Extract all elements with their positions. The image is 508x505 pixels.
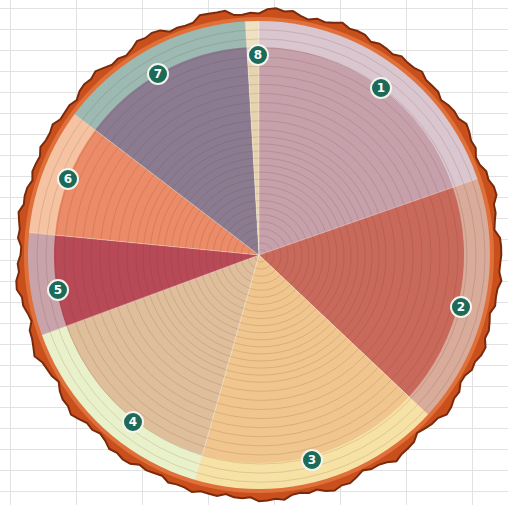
sector-boundary [29,233,259,255]
growth-ring [199,193,323,318]
growth-ring [127,121,395,392]
growth-ring [171,165,351,347]
growth-ring [118,112,404,401]
sector-boundary [42,255,259,335]
growth-ring [64,57,458,455]
sector-boundary [195,255,259,480]
sector-boundary [259,179,477,255]
callout-number: 6 [57,168,79,190]
callout-number: 1 [370,77,392,99]
callout-number: 3 [301,449,323,471]
growth-ring [55,48,467,464]
growth-ring [220,215,302,298]
callout-number: 7 [147,63,169,85]
growth-ring [143,137,379,375]
grid-line [0,8,508,9]
growth-ring [100,93,422,418]
growth-ring [150,144,372,368]
growth-ring [185,179,337,333]
callout-number: 5 [47,279,69,301]
growth-ring [213,208,309,305]
growth-ring [178,172,344,340]
growth-ring [164,158,358,354]
sector-boundary [75,114,259,255]
growth-ring [37,30,485,482]
growth-rings [37,30,485,482]
growth-ring [82,75,440,437]
growth-ring [136,130,386,383]
growth-ring [109,102,413,409]
callout-number: 4 [122,411,144,433]
growth-ring [91,84,431,427]
callout-number: 8 [247,44,269,66]
growth-ring [206,200,316,311]
grid-line [10,0,11,505]
growth-ring [157,151,365,361]
sector-boundary [259,255,428,415]
growth-ring [73,66,449,446]
callout-number: 2 [450,296,472,318]
wood-sectors [24,17,494,493]
growth-ring [192,186,330,325]
bark [16,8,501,501]
growth-ring [46,39,476,473]
bark-inner [24,17,494,493]
